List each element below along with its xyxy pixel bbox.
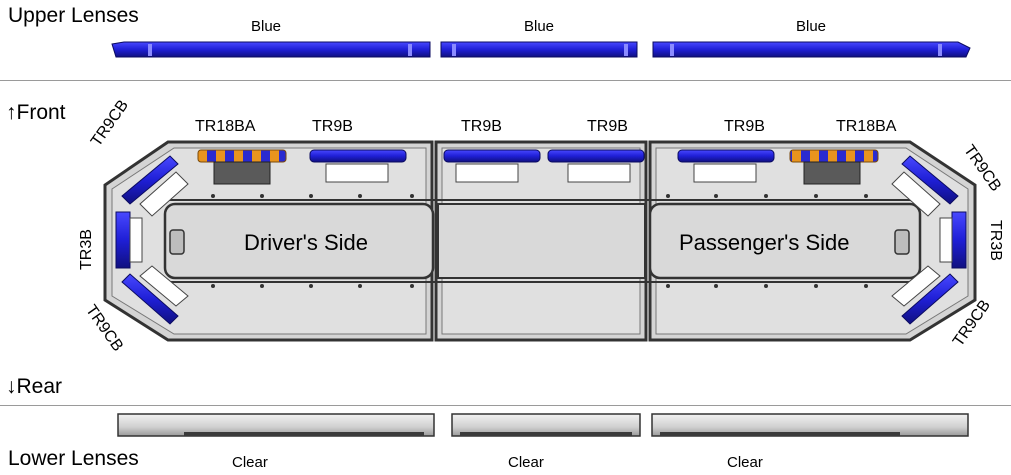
module-tr3b-right bbox=[939, 211, 967, 269]
mounting-rails bbox=[160, 199, 918, 283]
separator-top bbox=[0, 80, 1011, 81]
center-panel bbox=[437, 203, 646, 279]
rivet-dots bbox=[211, 194, 868, 288]
lower-lens-color-center: Clear bbox=[508, 454, 544, 471]
lower-lens-color-left: Clear bbox=[232, 454, 268, 471]
passengers-side-label: Passenger's Side bbox=[679, 230, 850, 255]
driver-panel bbox=[163, 202, 435, 280]
separator-bottom bbox=[0, 405, 1011, 406]
module-tr9b-center-left bbox=[443, 149, 541, 183]
label-tr9b-center-right: TR9B bbox=[587, 118, 628, 135]
upper-lens-right bbox=[652, 41, 971, 58]
upper-lens-left bbox=[111, 41, 431, 58]
module-tr18ba-left bbox=[197, 149, 287, 185]
panel-brackets bbox=[169, 229, 910, 255]
module-tr9b-right bbox=[677, 149, 775, 183]
upper-lens-color-left: Blue bbox=[251, 18, 282, 35]
label-tr9b-center-left: TR9B bbox=[461, 118, 502, 135]
module-tr9cb-right-top bbox=[891, 155, 959, 217]
module-tr9cb-left-top bbox=[121, 155, 189, 217]
label-tr9b-left: TR9B bbox=[312, 118, 353, 135]
rear-label: ↓Rear bbox=[6, 375, 63, 398]
down-arrow-icon: ↓ bbox=[6, 375, 17, 398]
front-label: ↑Front bbox=[6, 101, 66, 124]
label-tr3b-left: TR3B bbox=[78, 229, 95, 270]
module-tr18ba-right bbox=[789, 149, 879, 185]
module-tr9b-left bbox=[309, 149, 407, 183]
module-tr9cb-left-bottom bbox=[121, 265, 189, 325]
label-tr18ba-right: TR18BA bbox=[836, 118, 897, 135]
upper-lenses-title: Upper Lenses bbox=[8, 4, 139, 27]
label-tr3b-right: TR3B bbox=[987, 220, 1004, 261]
up-arrow-icon: ↑ bbox=[6, 101, 17, 124]
upper-lens-color-center: Blue bbox=[524, 18, 555, 35]
upper-lens-color-right: Blue bbox=[796, 18, 827, 35]
drivers-side-label: Driver's Side bbox=[244, 230, 369, 255]
lower-lens-center bbox=[451, 413, 641, 437]
label-tr9b-right: TR9B bbox=[724, 118, 765, 135]
module-tr9b-center-right bbox=[547, 149, 645, 183]
module-tr3b-left bbox=[115, 211, 143, 269]
label-tr18ba-left: TR18BA bbox=[195, 118, 256, 135]
passenger-panel bbox=[648, 202, 922, 280]
lower-lenses-title: Lower Lenses bbox=[8, 447, 139, 470]
lower-lens-color-right: Clear bbox=[727, 454, 763, 471]
lower-lens-left bbox=[117, 413, 435, 437]
module-tr9cb-right-bottom bbox=[891, 265, 959, 325]
lower-lens-right bbox=[651, 413, 969, 437]
upper-lens-center bbox=[440, 41, 638, 58]
